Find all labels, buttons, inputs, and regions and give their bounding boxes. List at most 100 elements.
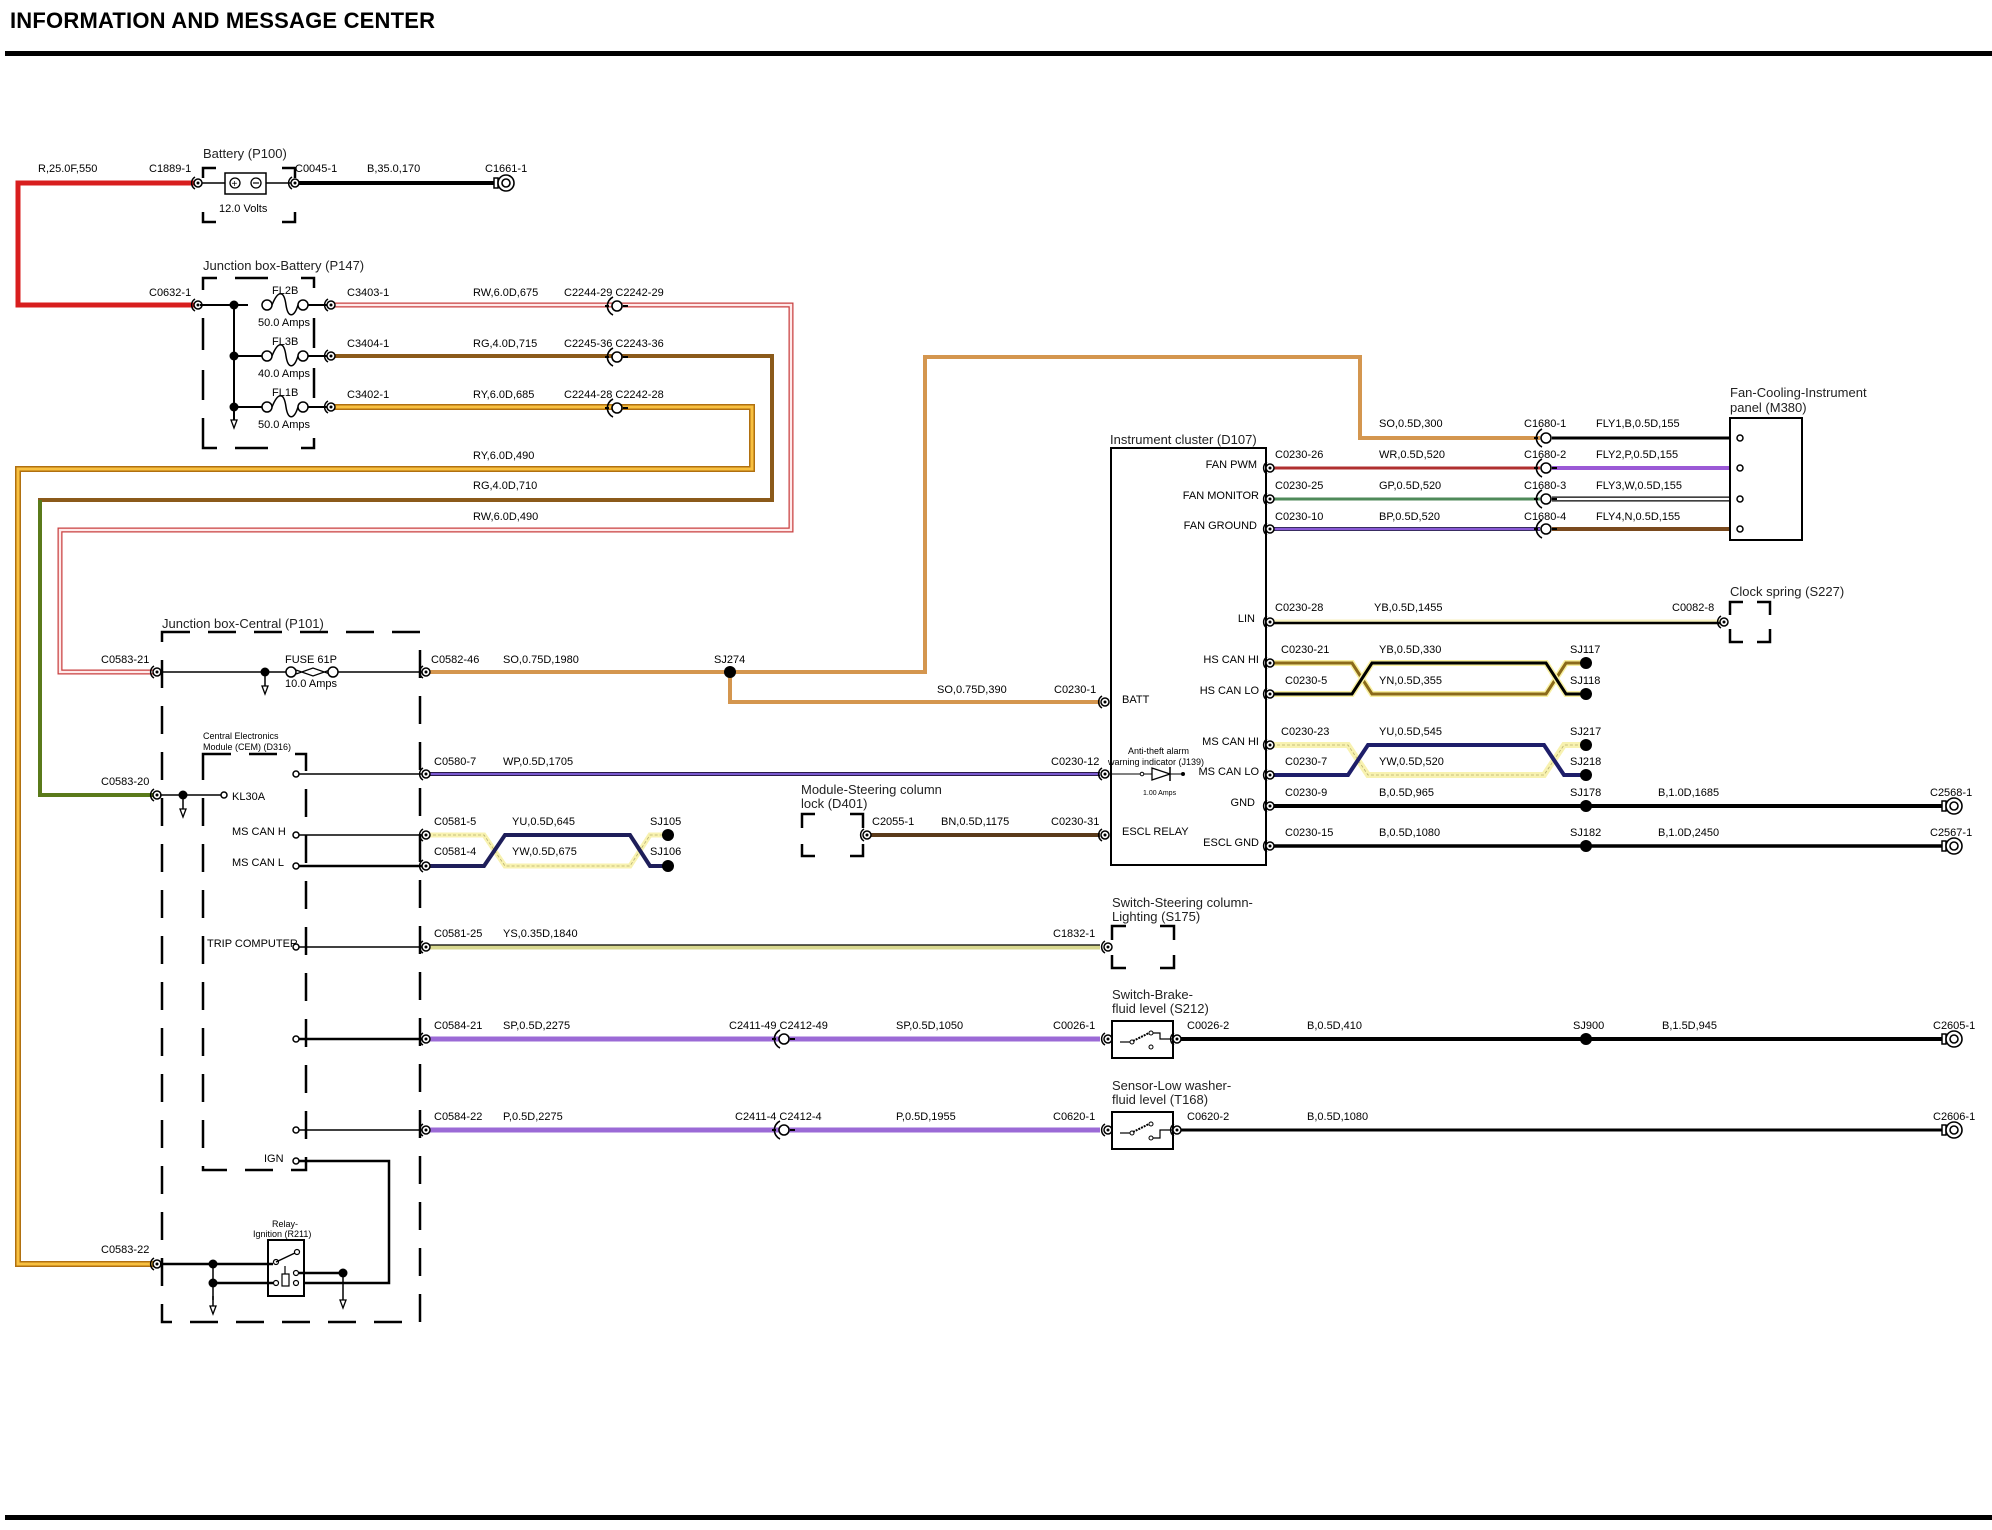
connector-label: C0581-5 (434, 816, 476, 828)
svg-text:GND: GND (1231, 797, 1256, 809)
page-title: INFORMATION AND MESSAGE CENTER (10, 8, 436, 33)
connector-label: C3404-1 (347, 338, 389, 350)
connector-c0026-1[interactable] (1100, 1032, 1113, 1046)
wire-label: B,0.5D,410 (1307, 1020, 1362, 1032)
wire-label: B,0.5D,965 (1379, 787, 1434, 799)
splice-sj117[interactable] (1580, 657, 1592, 669)
connector-label: C0620-2 (1187, 1111, 1229, 1123)
svg-text:FUSE 61P: FUSE 61P (285, 654, 337, 666)
relay-ignition[interactable]: Relay- Ignition (R211) (253, 1219, 311, 1297)
inline-connector-c2244-28[interactable] (604, 398, 629, 418)
svg-text:HS CAN LO: HS CAN LO (1200, 685, 1260, 697)
connector-label: C2411-4 C2412-4 (735, 1111, 822, 1123)
wire-label: FLY4,N,0.5D,155 (1596, 511, 1680, 523)
splice-sj900[interactable] (1580, 1033, 1592, 1045)
wire-r25[interactable] (15, 180, 196, 308)
connector-label: C0230-12 (1051, 756, 1099, 768)
splice-label: SJ105 (650, 816, 681, 828)
splice-sj105[interactable] (662, 829, 674, 841)
connector-c0230-12[interactable] (1097, 767, 1110, 781)
connector-label: C1832-1 (1053, 928, 1095, 940)
wire-label: RG,4.0D,715 (473, 338, 537, 350)
connector-label: C1680-2 (1524, 449, 1566, 461)
fuse-fl1b: FL1B 50.0 Amps (258, 387, 310, 431)
svg-text:FL1B: FL1B (272, 387, 298, 399)
inline-connector-c1680-2[interactable] (1533, 458, 1558, 478)
inline-connector-c1680-1[interactable] (1533, 428, 1558, 448)
ground-icon (1941, 797, 1963, 815)
svg-text:Relay-: Relay- (272, 1219, 298, 1229)
wire-label: YW,0.5D,520 (1379, 756, 1444, 768)
svg-text:FL3B: FL3B (272, 336, 298, 348)
sensor-low-washer-fluid-level[interactable]: Sensor-Low washer- fluid level (T168) (1111, 1078, 1231, 1150)
svg-text:50.0 Amps: 50.0 Amps (258, 317, 310, 329)
wire-label: FLY1,B,0.5D,155 (1596, 418, 1680, 430)
connector-label: C3403-1 (347, 287, 389, 299)
wire-label: BP,0.5D,520 (1379, 511, 1440, 523)
fuse-fl3b: FL3B 40.0 Amps (258, 336, 310, 380)
wire-label: B,1.0D,2450 (1658, 827, 1719, 839)
splice-sj182[interactable] (1580, 840, 1592, 852)
splice-sj274[interactable] (724, 666, 736, 678)
connector-c1832-1[interactable] (1100, 940, 1113, 954)
wire-twisted-pair-hs-can[interactable] (1272, 660, 1586, 697)
inline-connector-c1680-3[interactable] (1533, 489, 1558, 509)
instrument-cluster[interactable]: Instrument cluster (D107) FAN PWM FAN MO… (1107, 432, 1267, 866)
svg-text:Clock spring (S227): Clock spring (S227) (1730, 584, 1844, 599)
connector-label: C0583-20 (101, 776, 149, 788)
cem-module[interactable]: Central Electronics Module (CEM) (D316) … (201, 731, 424, 1285)
connector-label: C0230-1 (1054, 684, 1096, 696)
ground-arrow-icon (209, 1295, 217, 1315)
ground-icon (1941, 1121, 1963, 1139)
wire-label: SO,0.75D,1980 (503, 654, 579, 666)
junction-box-central[interactable]: Junction box-Central (P101) C0583-21 FUS… (101, 616, 424, 1324)
wire-label: P,0.5D,2275 (503, 1111, 563, 1123)
wire-label: WR,0.5D,520 (1379, 449, 1445, 461)
junction-box-battery[interactable]: Junction box-Battery (P147) C0632-1 FL2B… (149, 258, 364, 450)
wire-so390[interactable] (728, 672, 1100, 704)
battery-p100[interactable]: Battery (P100) + 12.0 Volts (200, 146, 297, 224)
connector-label: C1889-1 (149, 163, 191, 175)
connector-label: C0230-5 (1285, 675, 1327, 687)
fan-cooling-instrument-panel[interactable]: Fan-Cooling-Instrument panel (M380) (1729, 385, 1867, 541)
connector-c0230-31[interactable] (1097, 828, 1110, 842)
connector-c0620-1[interactable] (1100, 1123, 1113, 1137)
inline-connector-c2411-49[interactable] (771, 1029, 796, 1049)
connector-c2055-1[interactable] (859, 828, 872, 842)
splice-sj178[interactable] (1580, 800, 1592, 812)
connector-label: C0230-7 (1285, 756, 1327, 768)
wire-label: B,35.0,170 (367, 163, 420, 175)
wire-label: B,0.5D,1080 (1379, 827, 1440, 839)
module-steering-column-lock[interactable]: Module-Steering column lock (D401) (800, 782, 942, 858)
battery-rating: 12.0 Volts (219, 203, 268, 215)
wire-twisted-pair-ms-can-cem[interactable] (428, 832, 668, 869)
wire-twisted-pair-ms-can-cluster[interactable] (1272, 742, 1586, 778)
wire-label: SO,0.75D,390 (937, 684, 1007, 696)
bottom-divider (5, 1515, 1992, 1520)
switch-brake-fluid-level[interactable]: Switch-Brake- fluid level (S212) (1111, 987, 1209, 1059)
svg-text:Lighting (S175): Lighting (S175) (1112, 909, 1200, 924)
splice-sj217[interactable] (1580, 739, 1592, 751)
splice-sj218[interactable] (1580, 769, 1592, 781)
ground-icon (1941, 1030, 1963, 1048)
inline-connector-c2244-29[interactable] (604, 296, 629, 316)
svg-text:Switch-Steering column-: Switch-Steering column- (1112, 895, 1253, 910)
title-divider (5, 51, 1992, 56)
wire-label: RG,4.0D,710 (473, 480, 537, 492)
jb-central-label: Junction box-Central (P101) (162, 616, 324, 631)
wire-rg[interactable] (38, 354, 774, 797)
inline-connector-c2245-36[interactable] (604, 347, 629, 367)
clock-spring[interactable]: Clock spring (S227) (1728, 584, 1844, 644)
splice-sj106[interactable] (662, 860, 674, 872)
connector-label: C2605-1 (1933, 1020, 1975, 1032)
connector-label: C0230-10 (1275, 511, 1323, 523)
splice-sj118[interactable] (1580, 688, 1592, 700)
splice-label: SJ182 (1570, 827, 1601, 839)
connector-label: C0583-22 (101, 1244, 149, 1256)
connector-label: C0082-8 (1672, 602, 1714, 614)
switch-steering-column-lighting[interactable]: Switch-Steering column- Lighting (S175) (1110, 895, 1253, 970)
wire-so300[interactable] (730, 355, 1540, 674)
connector-label: C0581-4 (434, 846, 476, 858)
inline-connector-c2411-4[interactable] (771, 1120, 796, 1140)
connector-c0230-1[interactable] (1097, 695, 1110, 709)
